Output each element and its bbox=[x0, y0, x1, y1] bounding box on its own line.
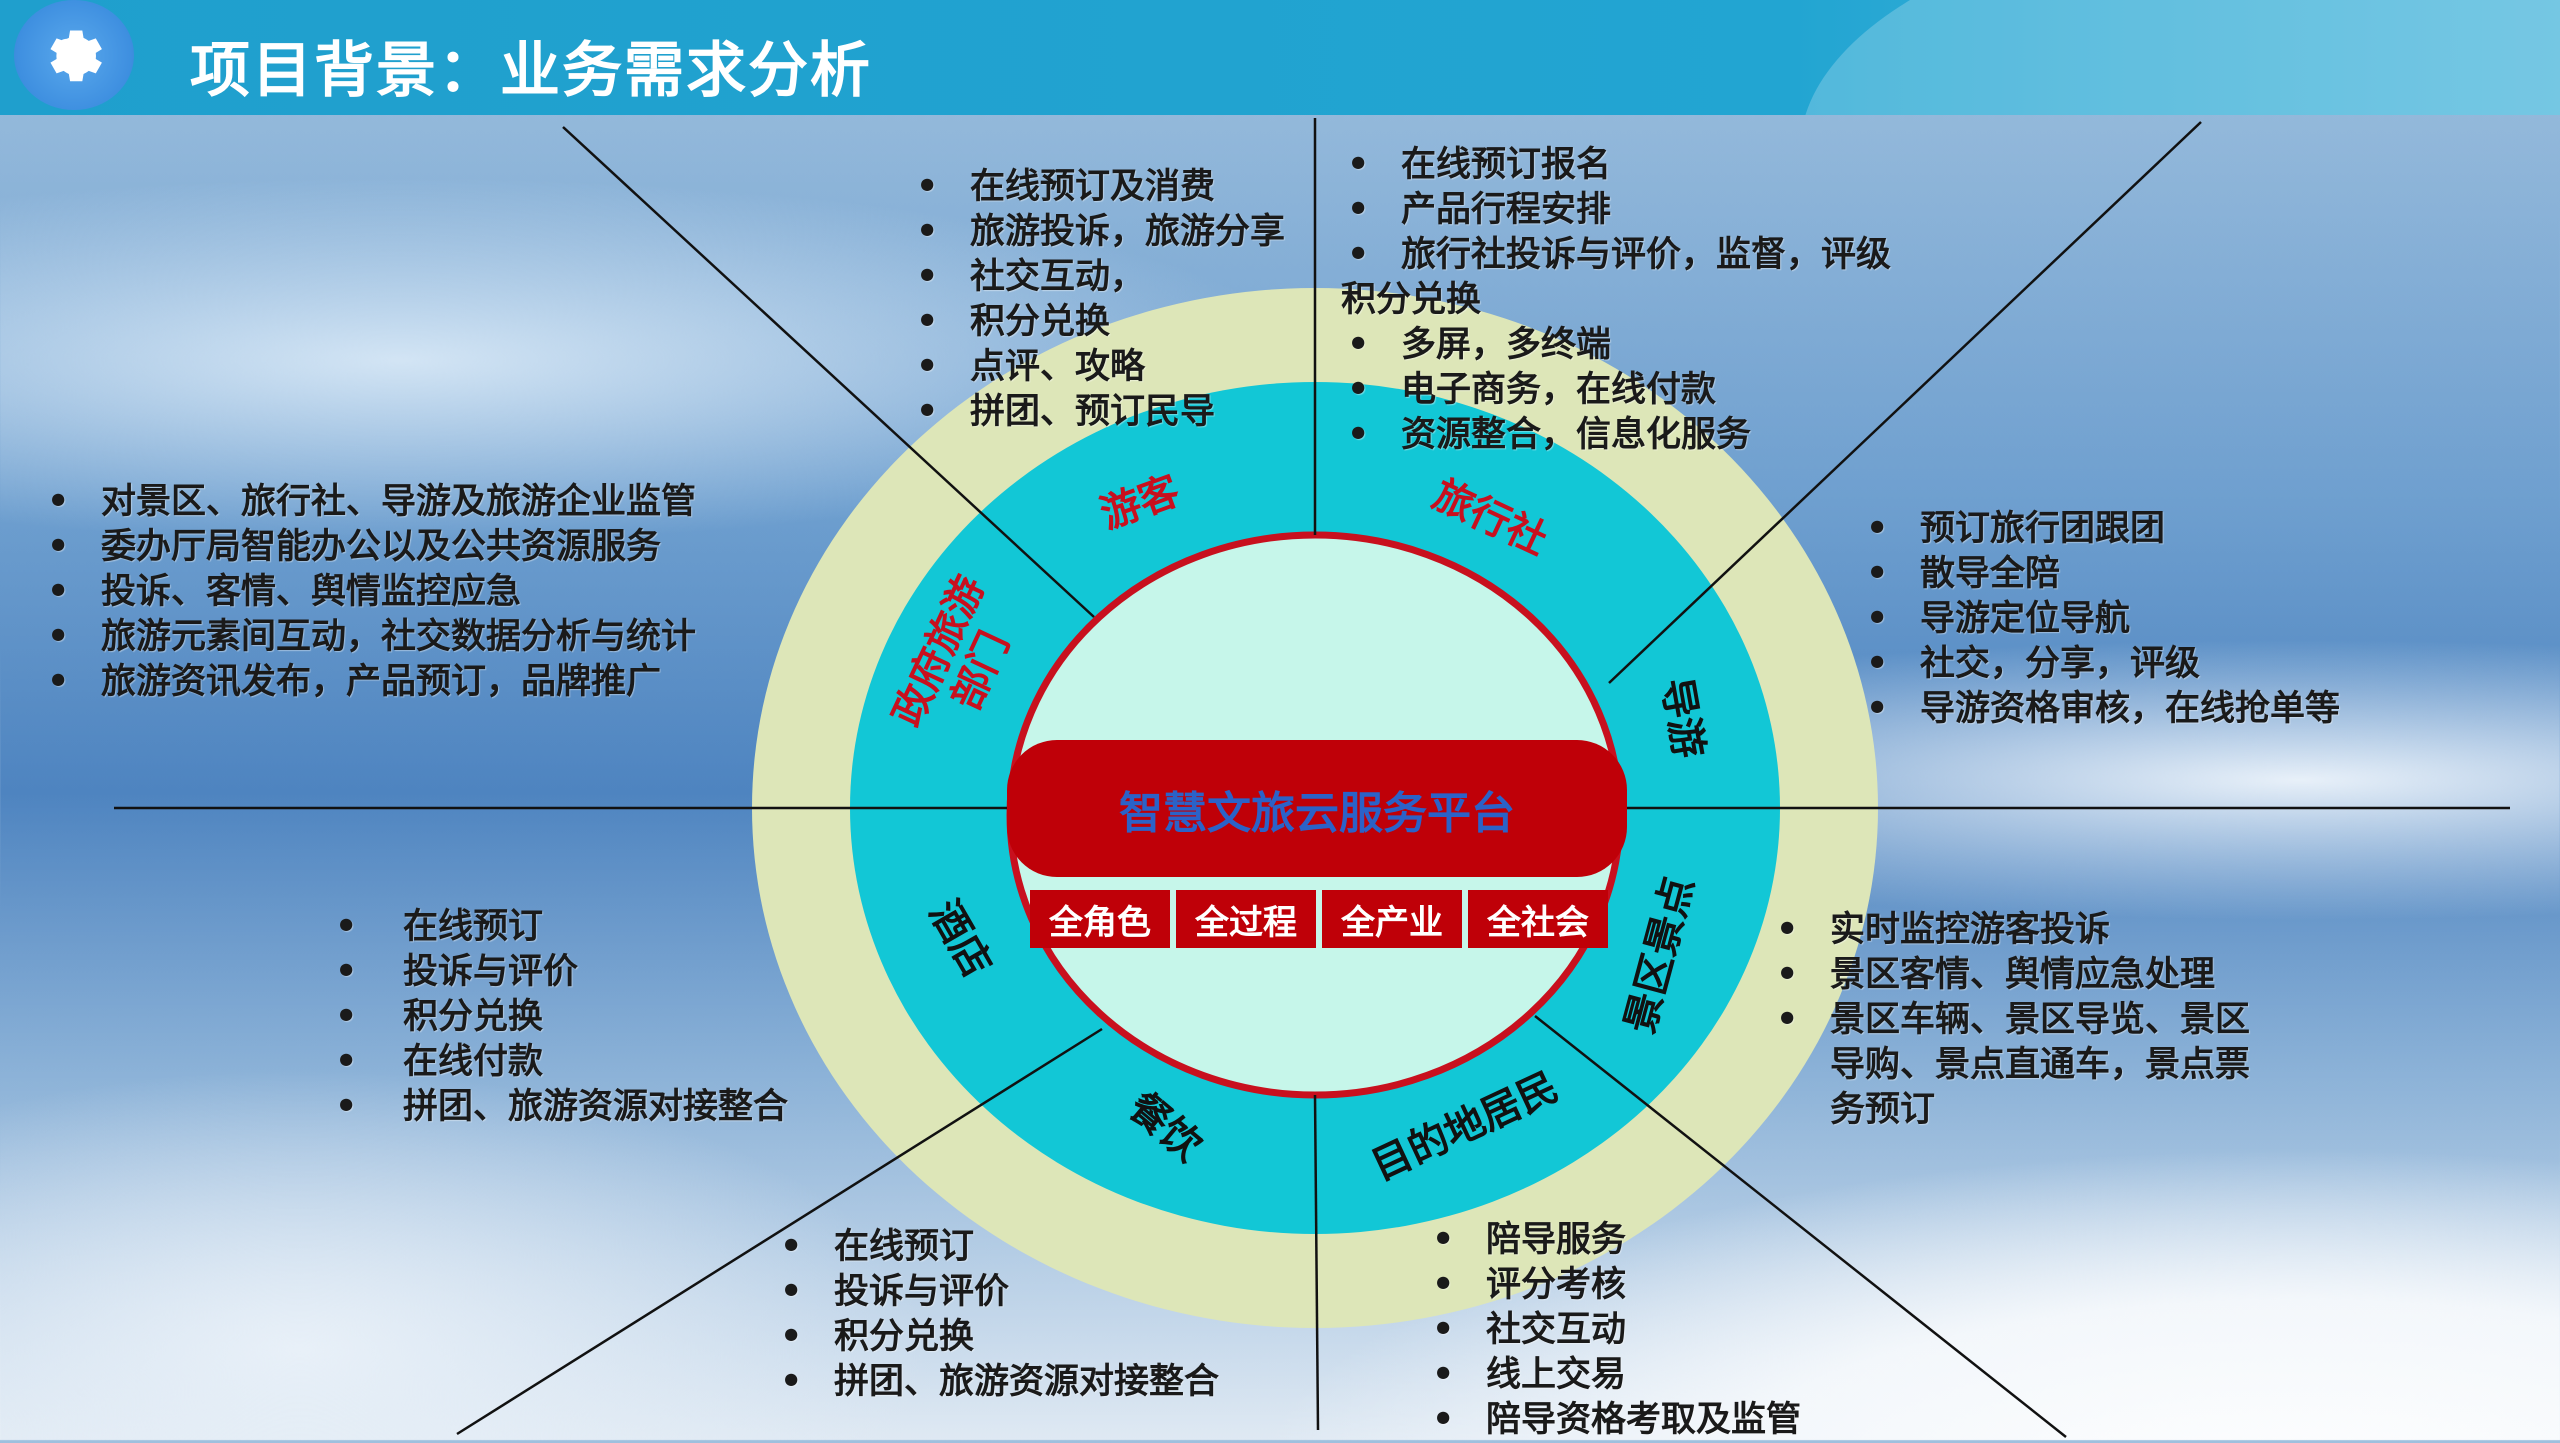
list-item: 旅行社投诉与评价，监督，评级 bbox=[1347, 233, 1891, 278]
list-item: 拼团、旅游资源对接整合 bbox=[780, 1360, 1219, 1405]
list-item: 旅游投诉，旅游分享 bbox=[916, 210, 1285, 255]
list-item: 资源整合，信息化服务 bbox=[1347, 413, 1891, 458]
list-item: 景区车辆、景区导览、景区 bbox=[1776, 998, 2250, 1043]
list-item: 产品行程安排 bbox=[1347, 188, 1891, 233]
list-item: 在线预订报名 bbox=[1347, 143, 1891, 188]
page-title: 项目背景：业务需求分析 bbox=[190, 36, 872, 106]
list-item: 投诉、客情、舆情监控应急 bbox=[47, 570, 696, 615]
tourist-needs-list: 在线预订及消费 旅游投诉，旅游分享 社交互动， 积分兑换 点评、攻略 拼团、预订… bbox=[916, 165, 1285, 435]
list-item: 导游资格审核，在线抢单等 bbox=[1866, 687, 2340, 732]
list-item: 对景区、旅行社、导游及旅游企业监管 bbox=[47, 480, 696, 525]
list-item: 拼团、旅游资源对接整合 bbox=[335, 1085, 788, 1130]
header-decoration bbox=[1800, 0, 2560, 115]
list-item: 积分兑换 bbox=[780, 1315, 1219, 1360]
list-item: 点评、攻略 bbox=[916, 345, 1285, 390]
gear-icon bbox=[14, 0, 134, 110]
list-item: 实时监控游客投诉 bbox=[1776, 908, 2250, 953]
list-item: 务预订 bbox=[1830, 1090, 1936, 1130]
residents-needs-list: 陪导服务 评分考核 社交互动 线上交易 陪导资格考取及监管 bbox=[1432, 1218, 1801, 1443]
list-item: 电子商务，在线付款 bbox=[1347, 368, 1891, 413]
list-item: 社交互动 bbox=[1432, 1308, 1801, 1353]
tag-all-process: 全过程 bbox=[1176, 890, 1316, 948]
platform-tags: 全角色 全过程 全产业 全社会 bbox=[1030, 890, 1608, 948]
list-item: 导游定位导航 bbox=[1866, 597, 2340, 642]
list-item: 社交，分享，评级 bbox=[1866, 642, 2340, 687]
list-item: 积分兑换 bbox=[1341, 280, 1482, 320]
divider-line bbox=[562, 126, 1095, 618]
list-item: 散导全陪 bbox=[1866, 552, 2340, 597]
list-item: 投诉与评价 bbox=[780, 1270, 1219, 1315]
list-item: 在线付款 bbox=[335, 1040, 788, 1085]
guide-needs-list: 预订旅行团跟团 散导全陪 导游定位导航 社交，分享，评级 导游资格审核，在线抢单… bbox=[1866, 507, 2340, 732]
platform-banner: 智慧文旅云服务平台 bbox=[1007, 740, 1627, 877]
list-item: 预订旅行团跟团 bbox=[1866, 507, 2340, 552]
divider-line bbox=[1313, 1094, 1320, 1431]
tag-all-industry: 全产业 bbox=[1322, 890, 1462, 948]
scenic-needs-list: 实时监控游客投诉 景区客情、舆情应急处理 景区车辆、景区导览、景区 导购、景点直… bbox=[1776, 908, 2250, 1133]
hotel-needs-list: 在线预订 投诉与评价 积分兑换 在线付款 拼团、旅游资源对接整合 bbox=[335, 905, 788, 1130]
platform-name: 智慧文旅云服务平台 bbox=[1119, 787, 1515, 839]
list-item: 旅游资讯发布，产品预订，品牌推广 bbox=[47, 660, 696, 705]
tag-all-society: 全社会 bbox=[1468, 890, 1608, 948]
list-item: 评分考核 bbox=[1432, 1263, 1801, 1308]
list-item: 旅游元素间互动，社交数据分析与统计 bbox=[47, 615, 696, 660]
list-item: 陪导服务 bbox=[1432, 1218, 1801, 1263]
list-item: 线上交易 bbox=[1432, 1353, 1801, 1398]
list-item: 导购、景点直通车，景点票 bbox=[1830, 1045, 2251, 1085]
header-bar: 项目背景：业务需求分析 bbox=[0, 0, 2560, 115]
divider-line bbox=[1608, 121, 2202, 684]
list-item: 委办厅局智能办公以及公共资源服务 bbox=[47, 525, 696, 570]
list-item: 在线预订 bbox=[780, 1225, 1219, 1270]
agency-needs-list: 在线预订报名 产品行程安排 旅行社投诉与评价，监督，评级 积分兑换 多屏，多终端… bbox=[1341, 143, 1891, 458]
list-item: 景区客情、舆情应急处理 bbox=[1776, 953, 2250, 998]
list-item: 投诉与评价 bbox=[335, 950, 788, 995]
list-item: 社交互动， bbox=[916, 255, 1285, 300]
list-item: 在线预订 bbox=[335, 905, 788, 950]
list-item: 多屏，多终端 bbox=[1347, 323, 1891, 368]
list-item: 在线预订及消费 bbox=[916, 165, 1285, 210]
list-item: 积分兑换 bbox=[335, 995, 788, 1040]
catering-needs-list: 在线预订 投诉与评价 积分兑换 拼团、旅游资源对接整合 bbox=[780, 1225, 1219, 1405]
list-item: 拼团、预订民导 bbox=[916, 390, 1285, 435]
government-needs-list: 对景区、旅行社、导游及旅游企业监管 委办厅局智能办公以及公共资源服务 投诉、客情… bbox=[47, 480, 696, 705]
list-item: 陪导资格考取及监管 bbox=[1432, 1398, 1801, 1443]
list-item: 积分兑换 bbox=[916, 300, 1285, 345]
tag-all-roles: 全角色 bbox=[1030, 890, 1170, 948]
